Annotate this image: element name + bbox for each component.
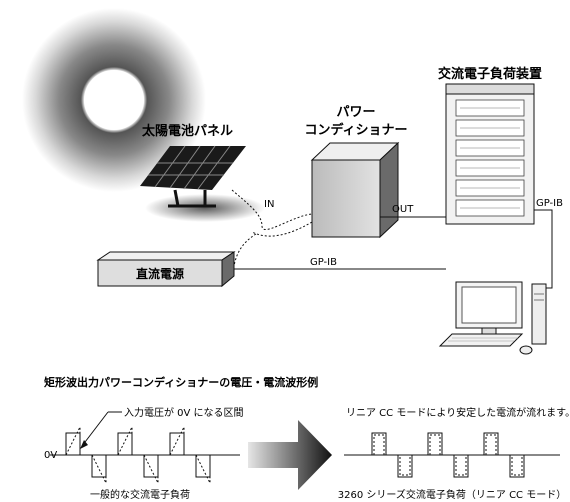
gpib-right-label: GP-IB: [536, 198, 563, 209]
left-voltage-wave: [65, 432, 211, 478]
electronic-load-rack-icon: [445, 83, 535, 225]
power-conditioner-label-2: コンディショナー: [304, 122, 407, 138]
left-waveform: [50, 411, 240, 484]
gpib-right-line: [534, 209, 553, 289]
in-cable: [231, 189, 313, 231]
caption-left: 一般的な交流電子負荷: [90, 488, 190, 501]
in-label: IN: [264, 199, 274, 210]
annotation-left: 入力電圧が 0V になる区間: [124, 406, 244, 419]
transition-arrow-icon: [248, 420, 332, 490]
out-label: OUT: [392, 204, 414, 215]
connection-lines: [231, 189, 553, 289]
caption-right: 3260 シリーズ交流電子負荷（リニア CC モード）: [338, 488, 566, 501]
gpib-bottom-label: GP-IB: [310, 257, 337, 268]
right-voltage-wave: [371, 432, 525, 478]
electronic-load-label: 交流電子負荷装置: [438, 66, 542, 82]
dc-to-pcs-cable: [251, 221, 313, 237]
waveform-section-title: 矩形波出力パワーコンディショナーの電圧・電流波形例: [44, 375, 318, 389]
left-current-wave: [65, 426, 211, 484]
dc-cable: [233, 233, 257, 267]
right-waveform: [344, 432, 560, 478]
sun-icon: [22, 8, 206, 192]
solar-panel-label: 太陽電池パネル: [141, 123, 233, 139]
solar-panel-icon: [140, 145, 265, 222]
computer-icon: [438, 281, 547, 355]
power-conditioner-label-1: パワー: [336, 105, 375, 120]
dc-power-supply-icon: [96, 251, 236, 288]
dc-supply-label: 直流電源: [136, 266, 184, 281]
annotation-arrow-head: [80, 440, 88, 449]
power-conditioner-icon: [310, 141, 400, 239]
annotation-right: リニア CC モードにより安定した電流が流れます。: [346, 406, 570, 419]
zero-volt-label: 0V: [44, 450, 57, 461]
right-current-wave: [373, 434, 523, 476]
annotation-arrow-line: [81, 411, 109, 447]
